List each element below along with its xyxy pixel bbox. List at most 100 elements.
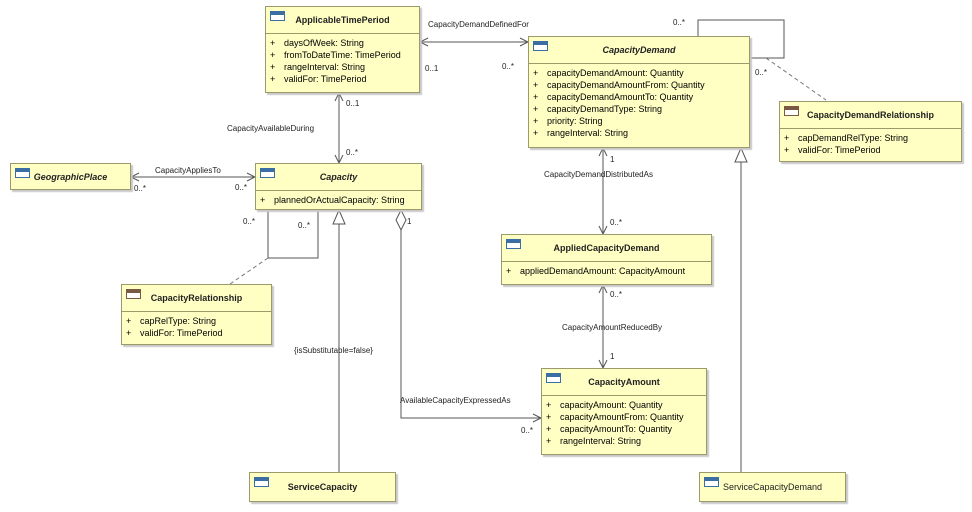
class-attribute: +capDemandRelType: String (784, 132, 957, 144)
assoc-class-link-capacity-rel (229, 257, 269, 285)
multiplicity: 0..* (134, 184, 147, 193)
multiplicity: 0..1 (425, 64, 439, 73)
class-attribute: +priority: String (533, 115, 745, 127)
attribute-list: + plannedOrActualCapacity: String (256, 191, 421, 208)
visibility-marker: + (546, 424, 552, 434)
class-attribute: + validFor: TimePeriod (126, 327, 267, 339)
assoc-label: CapacityAvailableDuring (227, 124, 315, 133)
attribute-list: +appliedDemandAmount: CapacityAmount (502, 262, 711, 279)
attribute-list: + capRelType: String + validFor: TimePeriod (122, 312, 271, 341)
assoc-class-link-demand-rel (765, 57, 827, 101)
attribute-text: validFor: TimePeriod (284, 74, 367, 84)
multiplicity: 0..* (243, 217, 256, 226)
visibility-marker: + (784, 145, 790, 155)
class-service-capacity[interactable]: ServiceCapacity (249, 472, 396, 502)
attribute-text: plannedOrActualCapacity: String (274, 195, 405, 205)
attribute-text: capacityAmount: Quantity (560, 400, 663, 410)
visibility-marker: + (260, 195, 266, 205)
class-attribute: +capacityDemandAmountFrom: Quantity (533, 79, 745, 91)
visibility-marker: + (546, 412, 552, 422)
class-name: GeographicPlace (33, 171, 108, 182)
class-service-capacity-demand[interactable]: ServiceCapacityDemand (699, 472, 846, 502)
class-capacity-amount[interactable]: CapacityAmount +capacityAmount: Quantity… (541, 368, 707, 455)
class-icon (260, 168, 275, 178)
class-name: ApplicableTimePeriod (295, 15, 390, 25)
visibility-marker: + (784, 133, 790, 143)
attribute-text: validFor: TimePeriod (140, 328, 223, 338)
attribute-text: daysOfWeek: String (284, 38, 364, 48)
multiplicity: 0..* (298, 221, 311, 230)
multiplicity: 1 (407, 217, 412, 226)
assoc-label: CapacityAmountReducedBy (562, 323, 663, 332)
class-capacity-demand-relationship[interactable]: CapacityDemandRelationship +capDemandRel… (779, 101, 962, 162)
visibility-marker: + (533, 92, 539, 102)
visibility-marker: + (126, 328, 132, 338)
class-applied-capacity-demand[interactable]: AppliedCapacityDemand +appliedDemandAmou… (501, 234, 712, 285)
class-icon (506, 239, 521, 249)
class-icon (533, 41, 548, 51)
multiplicity: 0..* (755, 68, 768, 77)
class-name: CapacityDemandRelationship (806, 110, 935, 120)
attribute-text: capRelType: String (140, 316, 217, 326)
association-class-icon (784, 106, 799, 116)
visibility-marker: + (270, 38, 276, 48)
class-attribute: + capRelType: String (126, 315, 267, 327)
class-geographic-place[interactable]: GeographicPlace (10, 163, 131, 190)
class-icon (254, 477, 269, 487)
attribute-text: priority: String (547, 116, 603, 126)
class-attribute: +capacityAmount: Quantity (546, 399, 702, 411)
attribute-text: capacityAmountFrom: Quantity (560, 412, 684, 422)
class-capacity-relationship[interactable]: CapacityRelationship +capRelType: String… (121, 284, 272, 345)
attribute-text: rangeInterval: String (547, 128, 629, 138)
attribute-text: capacityDemandAmountTo: Quantity (547, 92, 694, 102)
assoc-capacity-demand-self[interactable] (697, 19, 785, 59)
assoc-label: CapacityDemandDistributedAs (544, 170, 653, 179)
attribute-list: +capDemandRelType: String+ validFor: Time… (780, 129, 961, 158)
class-attribute: + rangeInterval: String (533, 127, 745, 139)
class-attribute: +fromToDateTime: TimePeriod (270, 49, 415, 61)
attribute-list: + daysOfWeek: String+fromToDateTime: Time… (266, 34, 419, 87)
multiplicity: 0..* (235, 183, 248, 192)
assoc-available-capacity-expressed-as[interactable] (400, 230, 541, 419)
multiplicity: 0..* (502, 62, 515, 71)
class-attribute: +validFor: TimePeriod (270, 73, 415, 85)
class-icon (546, 373, 561, 383)
attribute-text: capacityDemandAmount: Quantity (547, 68, 684, 78)
visibility-marker: + (506, 266, 512, 276)
class-applicable-time-period[interactable]: ApplicableTimePeriod + daysOfWeek: String… (265, 6, 420, 93)
multiplicity: 0..* (610, 218, 623, 227)
attribute-text: capacityDemandType: String (547, 104, 663, 114)
class-attribute: + validFor: TimePeriod (784, 144, 957, 156)
class-attribute: + capacityAmountFrom: Quantity (546, 411, 702, 423)
class-attribute: +capacityDemandType: String (533, 103, 745, 115)
class-icon (704, 477, 719, 487)
attribute-text: validFor: TimePeriod (798, 145, 881, 155)
visibility-marker: + (533, 68, 539, 78)
multiplicity: 0..* (346, 148, 359, 157)
multiplicity: 0..1 (346, 99, 360, 108)
class-name: CapacityAmount (588, 377, 660, 387)
class-attribute: + plannedOrActualCapacity: String (260, 194, 417, 206)
assoc-capacity-self[interactable] (267, 210, 319, 259)
attribute-list: +capacityDemandAmount: Quantity+capacity… (529, 64, 749, 141)
class-attribute: + rangeInterval: String (546, 435, 702, 447)
class-name: AppliedCapacityDemand (553, 243, 660, 253)
multiplicity: 1 (610, 155, 615, 164)
visibility-marker: + (533, 128, 539, 138)
class-attribute: + capacityDemandAmount: Quantity (533, 67, 745, 79)
visibility-marker: + (126, 316, 132, 326)
attribute-text: rangeInterval: String (560, 436, 642, 446)
class-capacity-demand[interactable]: CapacityDemand +capacityDemandAmount: Qu… (528, 36, 750, 148)
multiplicity: 1 (610, 352, 615, 361)
visibility-marker: + (546, 436, 552, 446)
class-icon (15, 168, 30, 178)
class-icon (270, 11, 285, 21)
class-name: ServiceCapacityDemand (722, 482, 823, 492)
multiplicity: 0..* (673, 18, 686, 27)
class-name: ServiceCapacity (287, 482, 358, 492)
class-attribute: + capacityDemandAmountTo: Quantity (533, 91, 745, 103)
class-capacity[interactable]: Capacity +plannedOrActualCapacity: Strin… (255, 163, 422, 210)
attribute-text: fromToDateTime: TimePeriod (284, 50, 401, 60)
assoc-label: AvailableCapacityExpressedAs (400, 396, 511, 405)
